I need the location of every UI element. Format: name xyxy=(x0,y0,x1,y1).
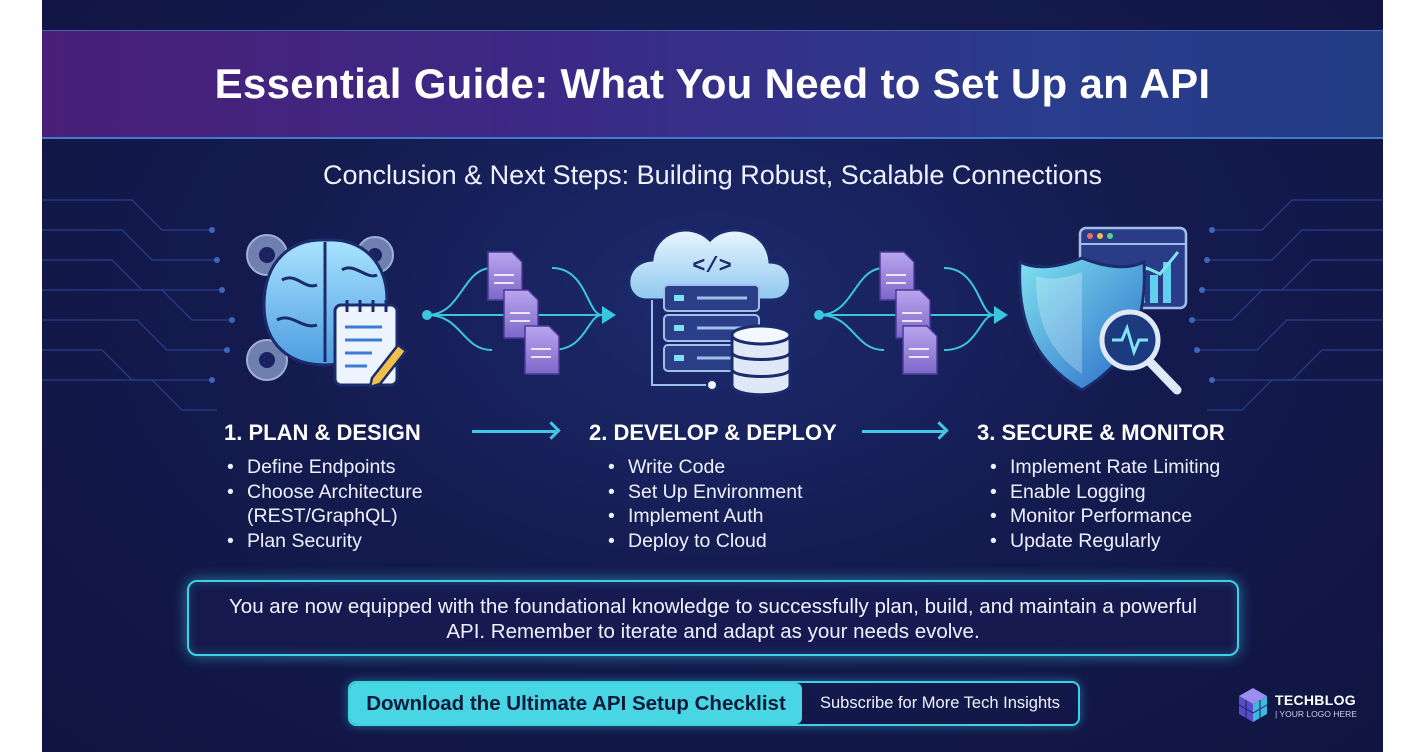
list-item: Choose Architecture (REST/GraphQL) xyxy=(225,480,460,529)
title-banner: Essential Guide: What You Need to Set Up… xyxy=(42,30,1383,139)
list-item: Set Up Environment xyxy=(606,480,866,505)
step-arrow-1 xyxy=(472,430,556,433)
list-item: Implement Auth xyxy=(606,504,866,529)
step-3-title: 3. SECURE & MONITOR xyxy=(977,420,1225,445)
circuit-background xyxy=(42,199,1383,411)
list-item: Monitor Performance xyxy=(988,504,1278,529)
brain-gears-notepad-icon xyxy=(246,234,408,389)
page-subtitle: Conclusion & Next Steps: Building Robust… xyxy=(323,160,1102,190)
logo-tagline: | YOUR LOGO HERE xyxy=(1275,709,1357,719)
cube-logo-icon xyxy=(1238,688,1268,722)
list-item: Update Regularly xyxy=(988,529,1278,554)
svg-text:</>: </> xyxy=(692,254,732,279)
cta-group: Download the Ultimate API Setup Checklis… xyxy=(348,681,1080,726)
download-checklist-button[interactable]: Download the Ultimate API Setup Checklis… xyxy=(350,683,802,724)
step-arrow-2 xyxy=(862,430,944,433)
step-2-bullets: Write Code Set Up Environment Implement … xyxy=(606,455,866,554)
infographic-canvas: Essential Guide: What You Need to Set Up… xyxy=(42,0,1383,752)
step-3-bullets: Implement Rate Limiting Enable Logging M… xyxy=(988,455,1278,554)
step-1-bullets: Define Endpoints Choose Architecture (RE… xyxy=(225,455,460,554)
conclusion-text: You are now equipped with the foundation… xyxy=(229,595,1197,643)
step-2-title: 2. DEVELOP & DEPLOY xyxy=(589,420,837,445)
process-illustrations: </> xyxy=(246,226,1188,397)
list-item: Write Code xyxy=(606,455,866,480)
cloud-server-database-icon: </> xyxy=(627,228,792,397)
shield-magnifier-dashboard-icon xyxy=(1018,226,1188,395)
conclusion-box: You are now equipped with the foundation… xyxy=(187,580,1239,656)
file-flow-connector-2 xyxy=(814,251,1008,375)
list-item: Define Endpoints xyxy=(225,455,460,480)
list-item: Enable Logging xyxy=(988,480,1278,505)
subscribe-button[interactable]: Subscribe for More Tech Insights xyxy=(820,694,1060,712)
list-item: Plan Security xyxy=(225,529,460,554)
list-item: Deploy to Cloud xyxy=(606,529,866,554)
step-1-title: 1. PLAN & DESIGN xyxy=(224,420,421,445)
file-flow-connector-1 xyxy=(422,251,616,375)
logo-name: TECHBLOG xyxy=(1275,692,1356,708)
list-item: Implement Rate Limiting xyxy=(988,455,1278,480)
techblog-logo: TECHBLOG | YOUR LOGO HERE xyxy=(1236,686,1376,726)
page-title: Essential Guide: What You Need to Set Up… xyxy=(214,60,1211,107)
